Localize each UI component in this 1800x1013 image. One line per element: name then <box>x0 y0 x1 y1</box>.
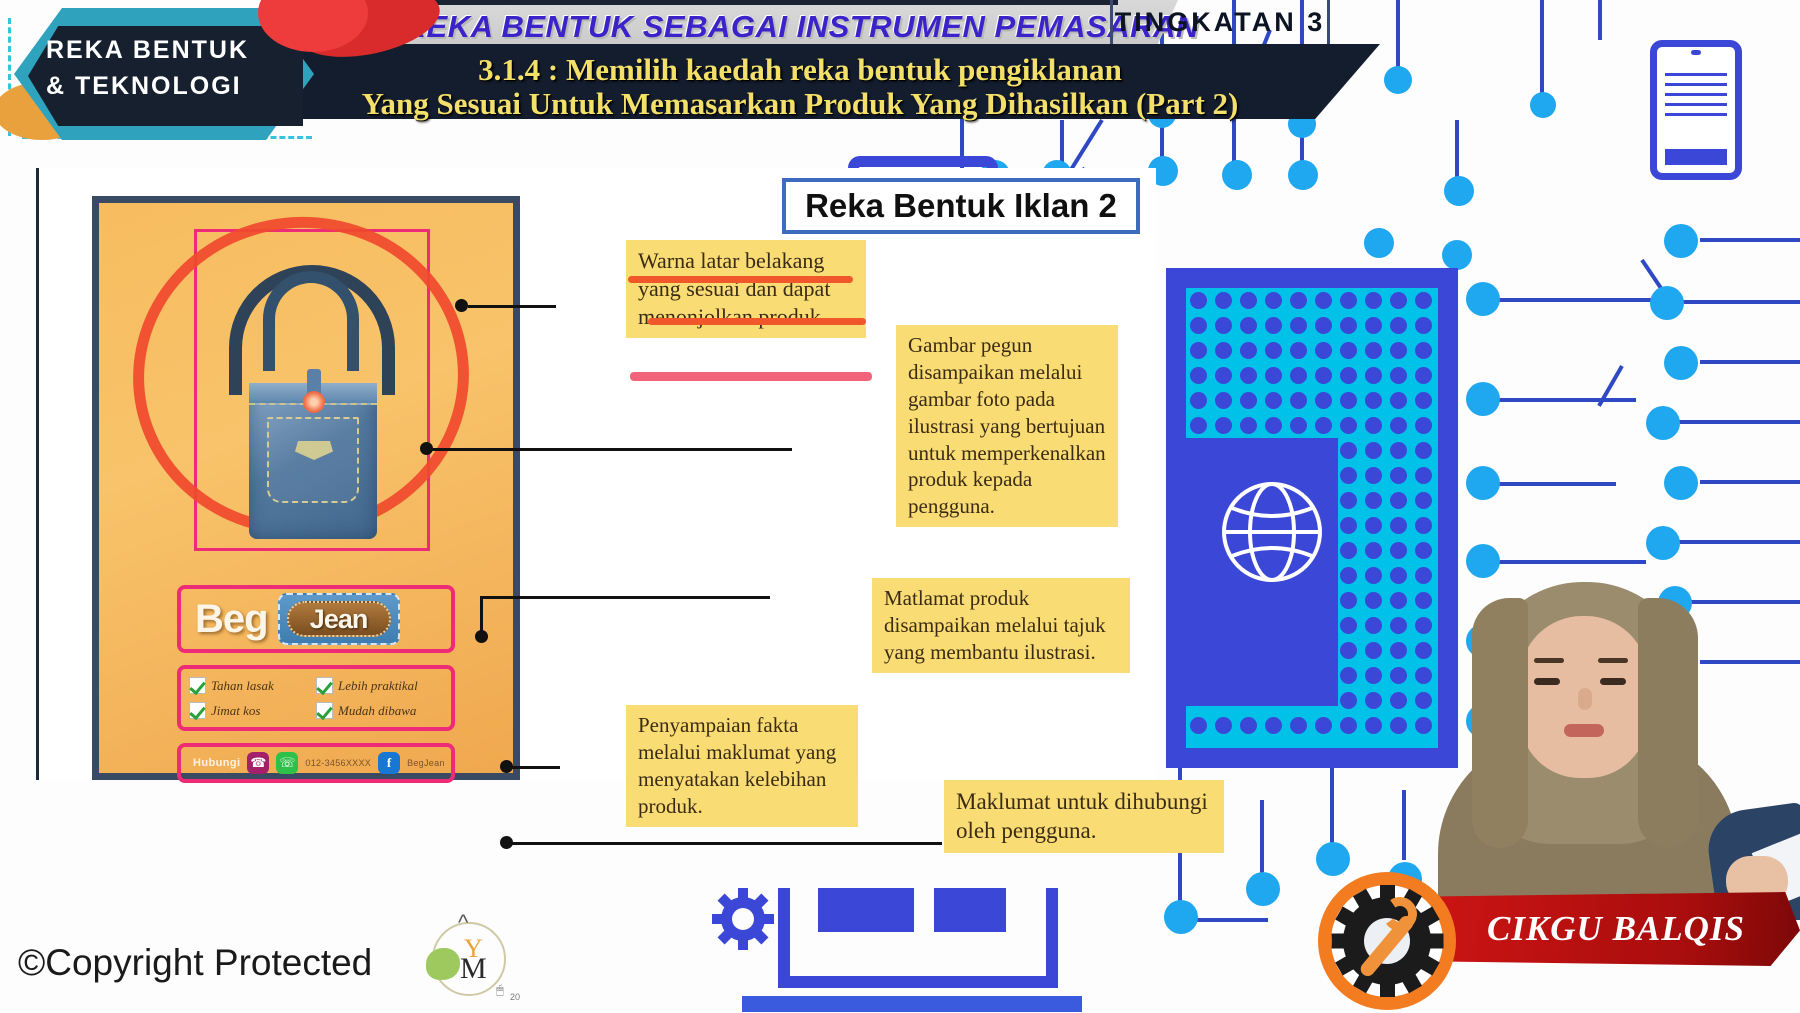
feature-item-3: Jimat kos <box>189 702 316 719</box>
form-level-badge: TINGKATAN 3 <box>1110 0 1330 44</box>
feature-label: Jimat kos <box>211 702 261 718</box>
watermark-letter-y: Y <box>464 934 483 963</box>
watermark-caret-icon: ^ <box>458 910 469 935</box>
logo-text-line2: & TEKNOLOGI <box>46 72 242 100</box>
feature-item-4: Mudah dibawa <box>316 702 443 719</box>
highlight-stroke-2 <box>648 318 866 325</box>
leader-line-5 <box>512 842 942 845</box>
slide-title-box: Reka Bentuk Iklan 2 <box>782 178 1140 234</box>
page-title: Reka Bentuk Iklan 2 <box>805 187 1117 224</box>
leader-dot-3 <box>475 630 488 643</box>
callout-text: Maklumat untuk dihubungi oleh pengguna. <box>956 789 1208 844</box>
leader-line-2 <box>432 448 792 451</box>
bag-belt-loop <box>307 369 321 397</box>
presenter-nose <box>1578 688 1592 710</box>
presenter-name-banner: CIKGU BALQIS <box>1432 892 1800 966</box>
presenter-eye-left <box>1534 678 1560 685</box>
copyright-text: ©Copyright Protected <box>18 942 373 983</box>
callout-text: Gambar pegun disampaikan melalui gambar … <box>908 333 1106 519</box>
check-icon <box>189 677 206 694</box>
watermark-letter-m: M <box>460 952 487 985</box>
callout-facts: Penyampaian fakta melalui maklumat yang … <box>626 705 858 827</box>
presenter-hijab-left-fold <box>1472 598 1528 848</box>
facebook-icon: f <box>378 752 401 774</box>
monitor-icon <box>742 888 1082 1012</box>
bag-pocket <box>267 417 359 503</box>
brand-patch-oval: Jean <box>286 601 391 637</box>
highlight-stroke-1 <box>628 276 853 283</box>
topic-code-text: 3.1 : REKA BENTUK SEBAGAI INSTRUMEN PEMA… <box>330 9 1199 44</box>
logo-hex-inner <box>28 26 303 126</box>
bag-strap-inner <box>263 271 359 371</box>
watermark-logo: ^ Y M 🖱 20 <box>426 910 520 1002</box>
presenter-brow-right <box>1598 658 1628 663</box>
presenter-name-text: CIKGU BALQIS <box>1486 909 1746 948</box>
leader-dot-4 <box>500 760 513 773</box>
highlight-stroke-3 <box>630 372 872 381</box>
feature-item-1: Tahan lasak <box>189 677 316 694</box>
subtitle-bar <box>300 44 1380 119</box>
brand-word-beg: Beg <box>195 596 269 641</box>
poster-contact-bar: Hubungi ☎ ☏ 012-3456XXXX f BegJean <box>177 743 455 783</box>
denim-bag-photo <box>211 265 411 541</box>
leader-dot-2 <box>420 442 433 455</box>
feature-label: Tahan lasak <box>211 677 274 693</box>
bag-flower-button <box>303 391 325 413</box>
brand-gear-logo <box>1318 872 1456 1010</box>
gear-icon <box>712 888 774 950</box>
whatsapp-icon: ☏ <box>276 752 299 774</box>
leader-line-3b <box>480 596 483 638</box>
logo-text: REKA BENTUK & TEKNOLOGI <box>46 32 296 104</box>
leader-dot-1 <box>455 299 468 312</box>
callout-still-image: Gambar pegun disampaikan melalui gambar … <box>896 325 1118 528</box>
course-logo: REKA BENTUK & TEKNOLOGI <box>0 0 446 144</box>
leader-dot-5 <box>500 836 513 849</box>
check-icon <box>316 702 333 719</box>
smartphone-icon <box>1650 40 1742 180</box>
logo-text-line1: REKA BENTUK <box>46 36 250 64</box>
advertisement-poster: Beg Jean Tahan lasak Lebih praktikal Jim… <box>92 196 520 783</box>
phone-icon: ☎ <box>247 752 270 774</box>
poster-brand-box: Beg Jean <box>177 585 455 653</box>
contact-phone-number: 012-3456XXXX <box>305 758 372 768</box>
callout-text: Matlamat produk disampaikan melalui taju… <box>884 586 1106 664</box>
check-icon <box>189 702 206 719</box>
globe-icon <box>1222 482 1322 582</box>
presenter-mouth <box>1564 724 1604 737</box>
form-level-text: TINGKATAN 3 <box>1114 6 1326 37</box>
bag-tag <box>295 441 333 460</box>
presenter-eye-right <box>1600 678 1626 685</box>
feature-item-2: Lebih praktikal <box>316 677 443 694</box>
watermark-mouse-icon: 🖱 <box>496 982 504 997</box>
logo-dashed-left <box>8 18 11 136</box>
contact-label: Hubungi <box>193 757 241 769</box>
callout-text: Penyampaian fakta melalui maklumat yang … <box>638 713 837 818</box>
gear-logo-inner <box>1331 885 1444 997</box>
callout-product-goal: Matlamat produk disampaikan melalui taju… <box>872 578 1130 673</box>
subtitle-line-1: 3.1.4 : Memilih kaedah reka bentuk pengi… <box>478 52 1122 87</box>
brand-patch: Jean <box>277 593 400 645</box>
poster-feature-list: Tahan lasak Lebih praktikal Jimat kos Mu… <box>177 665 455 731</box>
subtitle-line-2: Yang Sesuai Untuk Memasarkan Produk Yang… <box>361 86 1239 121</box>
watermark-number: 20 <box>510 992 521 1002</box>
brand-word-jean: Jean <box>309 603 369 634</box>
presenter-video <box>1320 520 1800 920</box>
leader-line-3 <box>480 596 770 599</box>
check-icon <box>316 677 333 694</box>
feature-label: Lebih praktikal <box>338 677 418 693</box>
watermark-leaf-icon <box>426 948 460 980</box>
presenter-brow-left <box>1534 658 1564 663</box>
presenter-hijab-right-fold <box>1638 598 1698 848</box>
leader-line-1 <box>468 305 556 308</box>
contact-facebook-handle: BegJean <box>407 758 445 768</box>
feature-label: Mudah dibawa <box>338 702 417 718</box>
product-photo-frame <box>194 229 430 551</box>
callout-contact-info: Maklumat untuk dihubungi oleh pengguna. <box>944 780 1224 853</box>
leader-line-4 <box>512 766 560 769</box>
